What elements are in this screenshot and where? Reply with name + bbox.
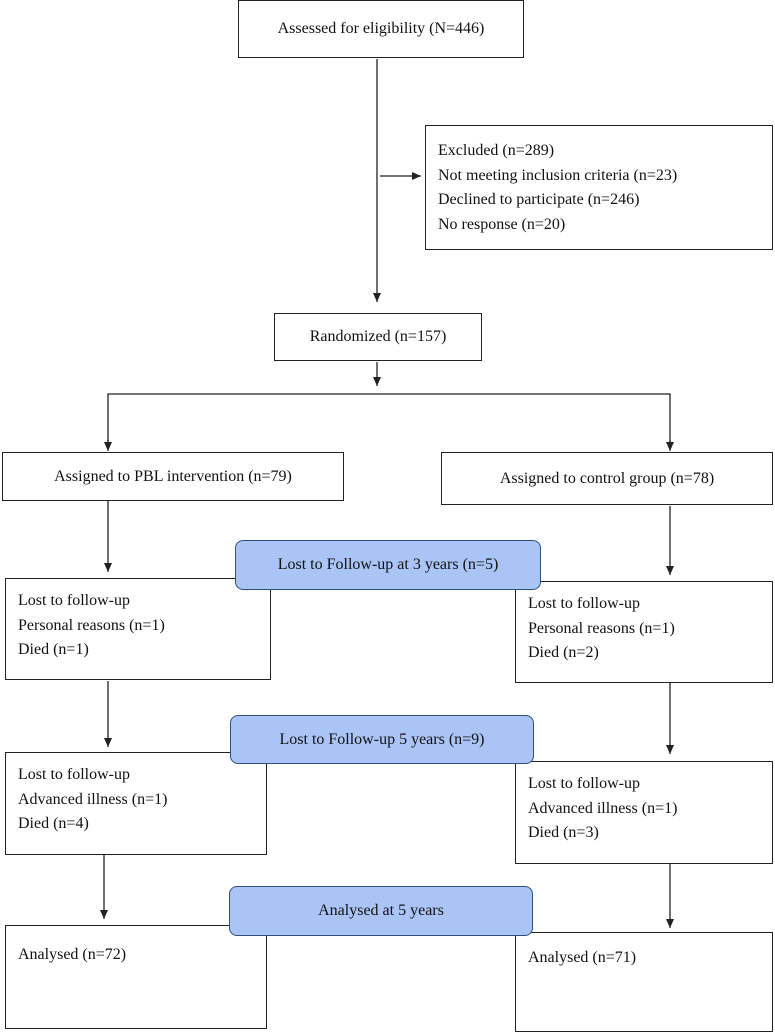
right-year5-heading: Lost to follow-up — [528, 775, 640, 792]
stage-year5-label: Lost to Follow-up 5 years (n=9) — [230, 715, 534, 764]
left-analysed-box: Analysed (n=72) — [5, 925, 267, 1029]
left-year3-box: Lost to follow-up Personal reasons (n=1)… — [5, 578, 271, 680]
stage-year3-label: Lost to Follow-up at 3 years (n=5) — [235, 540, 541, 590]
right-year5-reason: Advanced illness (n=1) — [528, 799, 678, 817]
right-year5-died: Died (n=3) — [528, 824, 599, 841]
left-year5-died: Died (n=4) — [18, 815, 89, 832]
stage-analysed-text: Analysed at 5 years — [318, 902, 444, 919]
assessed-box: Assessed for eligibility (N=446) — [238, 0, 524, 58]
right-year3-box: Lost to follow-up Personal reasons (n=1)… — [515, 581, 773, 683]
right-analysed-box: Analysed (n=71) — [515, 932, 773, 1032]
stage-year5-text: Lost to Follow-up 5 years (n=9) — [279, 730, 485, 748]
left-assigned-label: Assigned to PBL intervention (n=79) — [54, 467, 292, 485]
stage-analysed-label: Analysed at 5 years — [229, 886, 533, 936]
excluded-not-meeting-criteria: Not meeting inclusion criteria (n=23) — [438, 166, 678, 184]
left-year5-reason: Advanced illness (n=1) — [18, 790, 168, 808]
excluded-box: Excluded (n=289) Not meeting inclusion c… — [425, 125, 773, 250]
left-year3-reason: Personal reasons (n=1) — [18, 616, 165, 634]
left-year5-heading: Lost to follow-up — [18, 766, 130, 783]
left-year5-box: Lost to follow-up Advanced illness (n=1)… — [5, 752, 267, 855]
excluded-total: Excluded (n=289) — [438, 142, 555, 159]
left-analysed-label: Analysed (n=72) — [18, 946, 127, 963]
assessed-label: Assessed for eligibility (N=446) — [277, 20, 485, 37]
excluded-no-response: No response (n=20) — [438, 215, 566, 233]
right-assigned-label: Assigned to control group (n=78) — [499, 469, 715, 487]
left-year3-heading: Lost to follow-up — [18, 592, 130, 609]
split-connector — [107, 393, 671, 448]
right-assigned-box: Assigned to control group (n=78) — [441, 452, 773, 505]
left-assigned-box: Assigned to PBL intervention (n=79) — [2, 452, 344, 501]
right-year5-box: Lost to follow-up Advanced illness (n=1)… — [515, 761, 773, 864]
right-year3-reason: Personal reasons (n=1) — [528, 619, 675, 637]
randomized-box: Randomized (n=157) — [274, 313, 482, 361]
randomized-label: Randomized (n=157) — [309, 328, 447, 345]
left-year3-died: Died (n=1) — [18, 641, 89, 658]
stage-year3-text: Lost to Follow-up at 3 years (n=5) — [277, 556, 499, 573]
excluded-declined: Declined to participate (n=246) — [438, 191, 640, 208]
right-year3-heading: Lost to follow-up — [528, 595, 640, 612]
right-year3-died: Died (n=2) — [528, 644, 599, 661]
right-analysed-label: Analysed (n=71) — [528, 949, 637, 966]
